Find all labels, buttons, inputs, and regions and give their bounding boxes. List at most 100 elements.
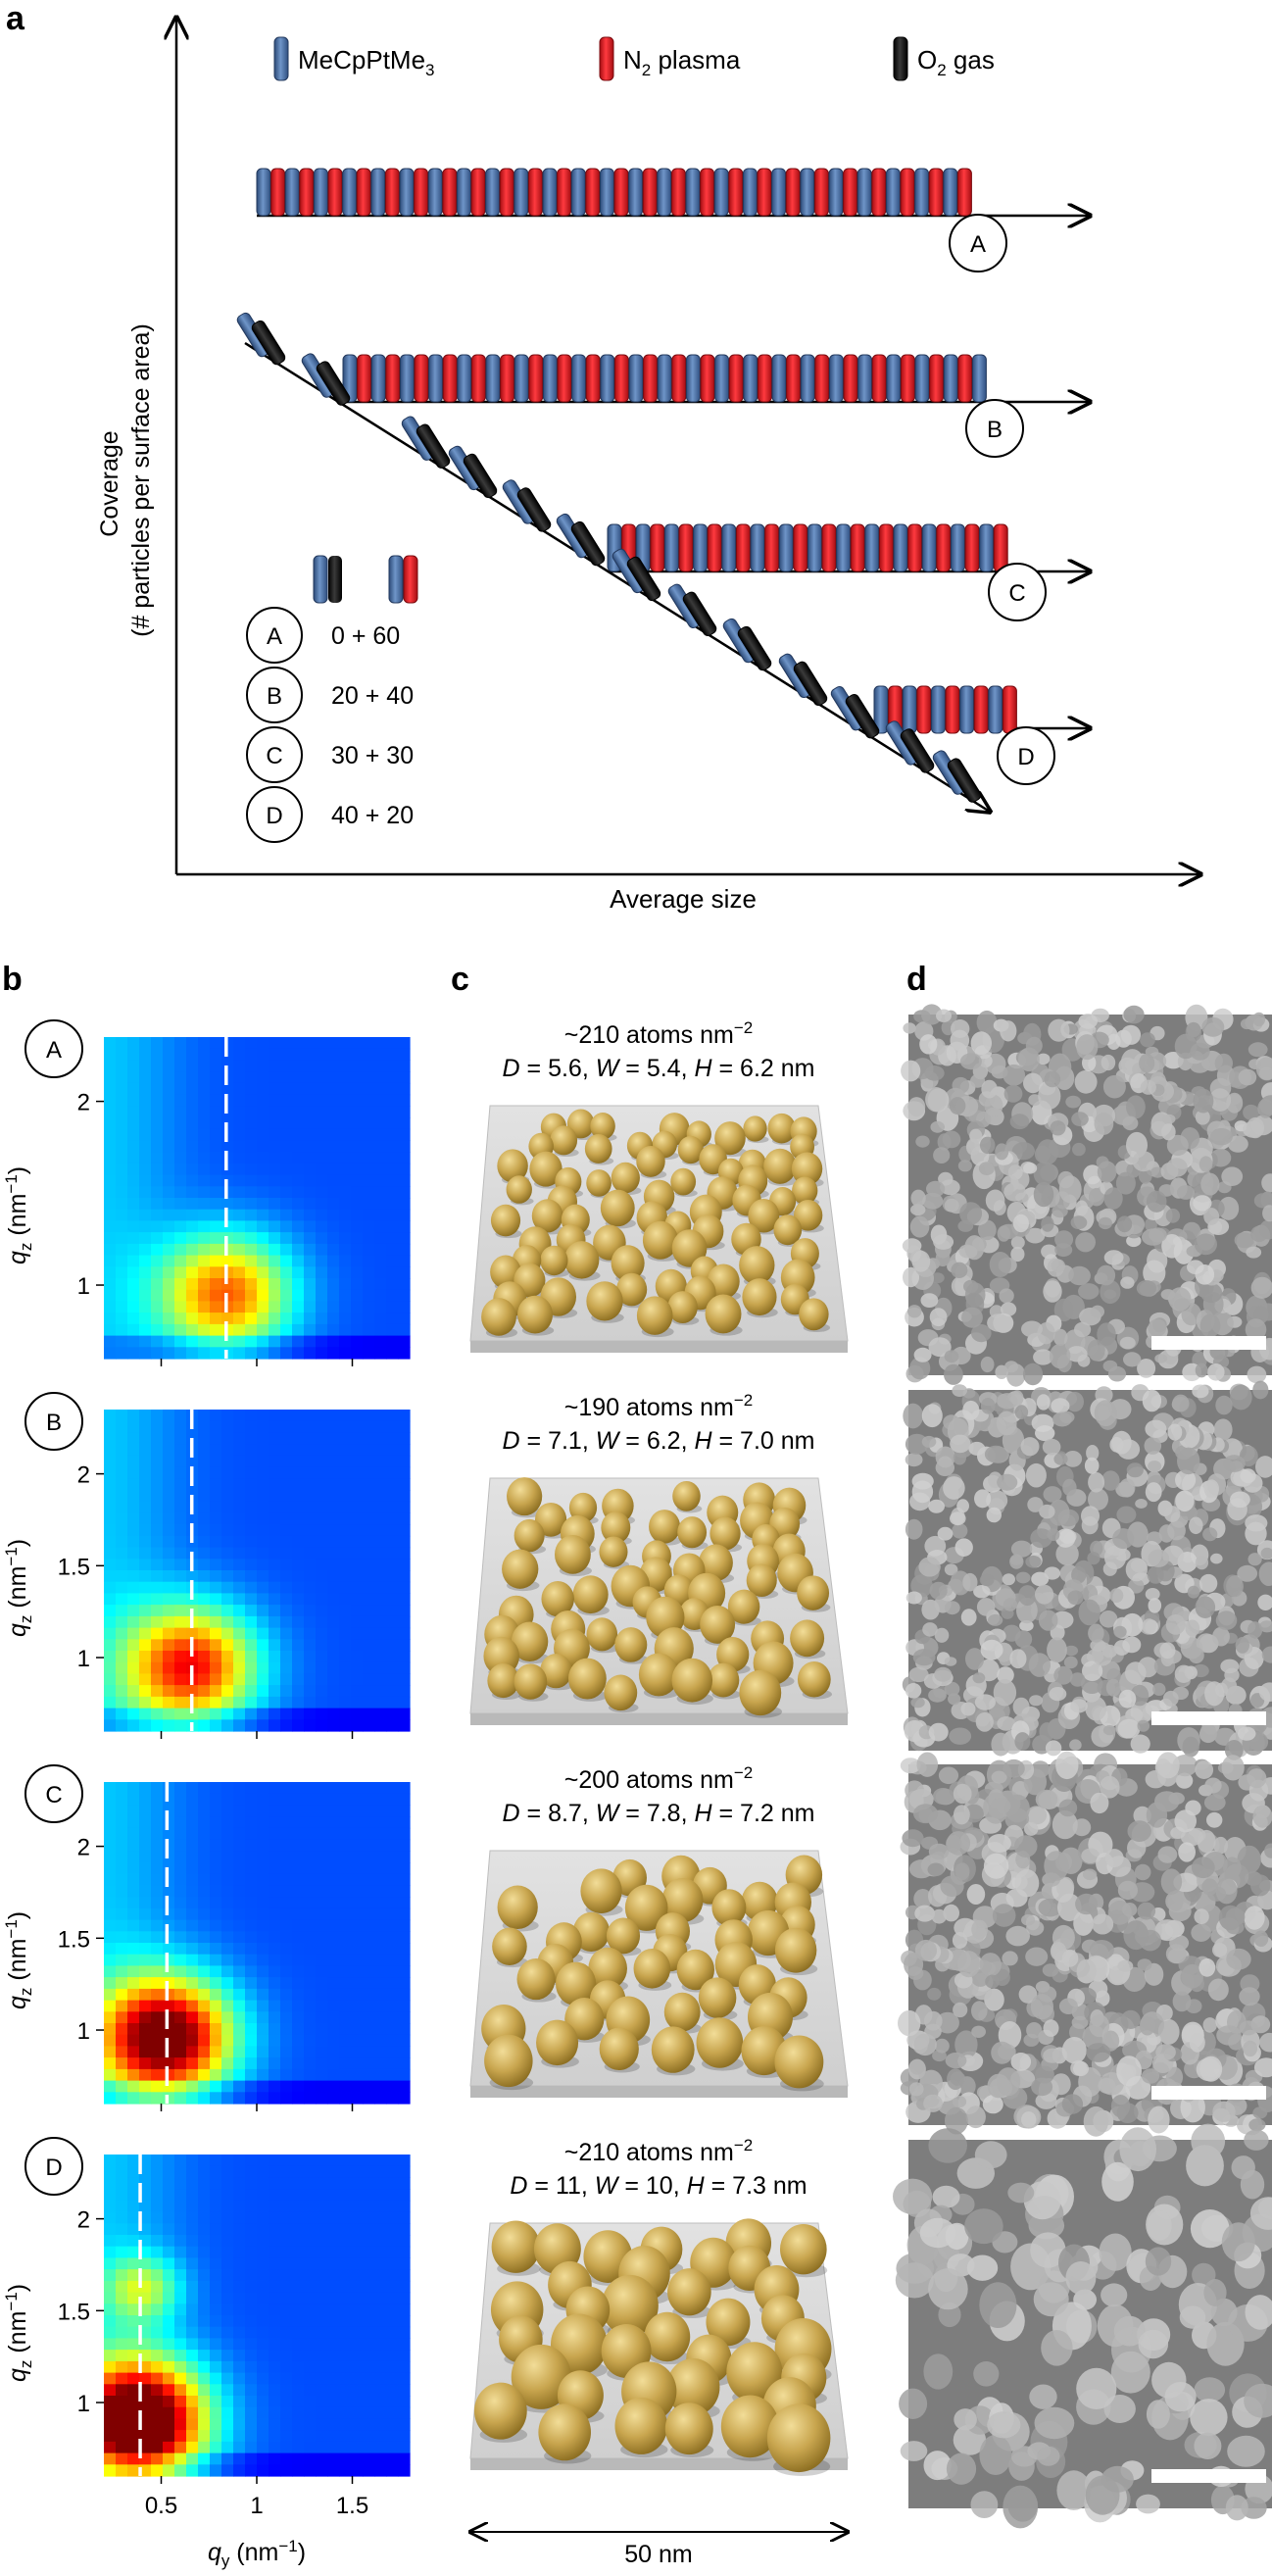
process-schematic: A B C D bbox=[235, 169, 1090, 812]
sem-grain bbox=[973, 1672, 986, 1683]
sem-grain bbox=[1252, 1381, 1268, 1400]
sem-grain bbox=[1146, 1482, 1162, 1502]
train-A-pulse bbox=[658, 169, 671, 216]
sem-grain bbox=[923, 2353, 953, 2389]
sem-grain bbox=[928, 2268, 968, 2309]
particle bbox=[799, 1298, 828, 1330]
sem-grain bbox=[950, 1511, 966, 1525]
sem-grain bbox=[951, 1263, 967, 1278]
sem-grain bbox=[1119, 1478, 1135, 1497]
sem-grain bbox=[1108, 1366, 1126, 1382]
train-B-pulse bbox=[801, 355, 814, 402]
sem-grain bbox=[975, 2141, 1007, 2168]
sem-grain bbox=[1003, 1759, 1024, 1778]
sem-grain bbox=[1210, 1128, 1233, 1145]
sem-grain bbox=[939, 1767, 958, 1785]
sem-grain bbox=[1047, 1637, 1067, 1662]
train-C-pulse bbox=[994, 524, 1007, 571]
sem-grain bbox=[934, 1667, 952, 1682]
y-axis-label: Coverage (# particles per surface area) bbox=[96, 323, 155, 637]
sem-grain bbox=[1149, 1227, 1167, 1242]
sem-grain bbox=[1196, 1264, 1215, 1285]
particle bbox=[614, 2398, 667, 2454]
sem-image-3 bbox=[898, 1752, 1272, 2137]
y-tick-label: 1 bbox=[77, 1646, 90, 1672]
particle bbox=[599, 1536, 627, 1566]
sem-grain bbox=[959, 1202, 982, 1224]
sem-grain bbox=[1232, 2155, 1255, 2179]
sem-scale-bar bbox=[1151, 2086, 1266, 2100]
sem-grain bbox=[1075, 1201, 1088, 1216]
sem-grain bbox=[1156, 1752, 1179, 1778]
sem-grain bbox=[1044, 2019, 1059, 2037]
particle bbox=[614, 1627, 647, 1662]
particle-model-3: ~200 atoms nm−2D = 8.7, W = 7.8, H = 7.2… bbox=[470, 1763, 848, 2098]
heatmap-marker-label: A bbox=[46, 1037, 62, 1064]
train-B-pulse bbox=[429, 355, 443, 402]
particle bbox=[649, 1510, 680, 1544]
sem-grain bbox=[904, 1953, 923, 1976]
train-A-pulse bbox=[801, 169, 814, 216]
particle bbox=[790, 1619, 824, 1657]
panel-label-d: d bbox=[906, 961, 927, 998]
sem-grain bbox=[1161, 1868, 1182, 1895]
sem-grain bbox=[1095, 1113, 1114, 1135]
sem-grain bbox=[1029, 1653, 1051, 1677]
train-B-pulse bbox=[844, 355, 857, 402]
sem-grain bbox=[1014, 1835, 1038, 1858]
y-tick-label: 1.5 bbox=[58, 1554, 90, 1580]
sem-grain bbox=[1025, 1948, 1048, 1966]
sem-grain bbox=[1075, 1070, 1098, 1094]
sem-grain bbox=[980, 1137, 996, 1154]
sem-grain bbox=[1213, 1837, 1228, 1855]
recipe-header-blue-2 bbox=[389, 556, 403, 603]
sem-grain bbox=[979, 2282, 1016, 2328]
sem-grain bbox=[946, 2053, 967, 2068]
sem-grain bbox=[1118, 1881, 1138, 1900]
sem-grain bbox=[1239, 1987, 1259, 2006]
sem-grain bbox=[974, 1489, 991, 1508]
sem-grain bbox=[1199, 1958, 1215, 1977]
particle bbox=[780, 2224, 827, 2274]
train-B-pulse bbox=[686, 355, 700, 402]
y-tick-label: 2 bbox=[77, 1090, 90, 1116]
particle bbox=[586, 1281, 622, 1320]
train-A-pulse bbox=[528, 169, 542, 216]
sem-grain bbox=[1026, 1463, 1047, 1488]
particle bbox=[774, 2036, 823, 2089]
sem-grain bbox=[1098, 1161, 1117, 1182]
sem-grain bbox=[1190, 2033, 1205, 2053]
sem-grain bbox=[1145, 1420, 1166, 1438]
sem-grain bbox=[1053, 1453, 1067, 1464]
train-A-pulse bbox=[729, 169, 743, 216]
sem-grain bbox=[1106, 1679, 1121, 1697]
model-density: ~210 atoms nm−2 bbox=[564, 1018, 753, 1049]
train-B-pulse bbox=[529, 355, 543, 402]
particle bbox=[536, 2020, 578, 2065]
train-D-pulse bbox=[974, 686, 988, 733]
endpoint-C-label: C bbox=[1008, 580, 1025, 607]
sem-grain bbox=[988, 1614, 1003, 1626]
sem-grain bbox=[1104, 1187, 1123, 1210]
sem-grain bbox=[1222, 1755, 1245, 1780]
sem-grain bbox=[1052, 1260, 1065, 1273]
sem-grain bbox=[1043, 1280, 1061, 1303]
sem-grain bbox=[930, 1121, 945, 1133]
sem-grain bbox=[1072, 1143, 1086, 1156]
y-axis-label-qz: qz (nm−1) bbox=[2, 1166, 35, 1264]
sem-grain bbox=[910, 1216, 930, 1238]
sem-grain bbox=[1199, 1723, 1216, 1743]
sem-grain bbox=[1117, 1960, 1133, 1972]
sem-grain bbox=[958, 1160, 972, 1171]
sem-grain bbox=[1226, 1907, 1246, 1926]
sem-grain bbox=[1168, 1424, 1183, 1441]
particle bbox=[604, 1675, 637, 1711]
train-C-pulse bbox=[807, 524, 821, 571]
train-B-pulse bbox=[744, 355, 758, 402]
train-C-pulse bbox=[879, 524, 893, 571]
sem-grain bbox=[1216, 2025, 1242, 2045]
sem-grain bbox=[993, 1904, 1016, 1927]
sem-grain bbox=[1195, 1760, 1213, 1779]
